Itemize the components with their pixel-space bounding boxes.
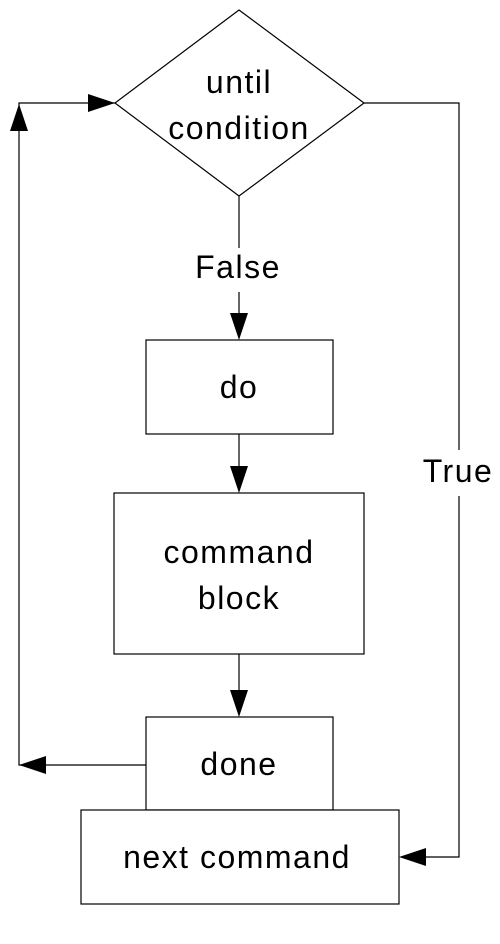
- next-command-label: next command: [123, 839, 351, 875]
- false-edge-label: False: [195, 249, 281, 285]
- arrowhead-to-next-command: [399, 848, 426, 866]
- loop-back-connector: [18, 102, 146, 766]
- arrowhead-to-done: [230, 690, 248, 717]
- decision-label-line2: condition: [168, 110, 310, 146]
- next-command-box: [80, 809, 400, 905]
- do-label: do: [220, 369, 259, 405]
- true-edge-label: True: [423, 453, 494, 489]
- arrowhead-loop-into-diamond: [88, 94, 115, 112]
- arrowhead-loop-left: [19, 756, 46, 774]
- decision-label-line1: until: [206, 64, 272, 100]
- do-box: [145, 339, 334, 435]
- command-block-label-line2: block: [198, 580, 280, 616]
- arrowhead-to-do: [230, 313, 248, 340]
- arrowhead-to-command: [230, 466, 248, 493]
- decision-diamond: [114, 9, 366, 197]
- true-connector-lower: [418, 496, 460, 858]
- done-label: done: [200, 746, 277, 782]
- command-block-box: [113, 492, 365, 655]
- command-block-label-line1: command: [164, 534, 315, 570]
- true-connector-upper: [364, 102, 460, 450]
- arrowhead-loop-up: [10, 104, 28, 131]
